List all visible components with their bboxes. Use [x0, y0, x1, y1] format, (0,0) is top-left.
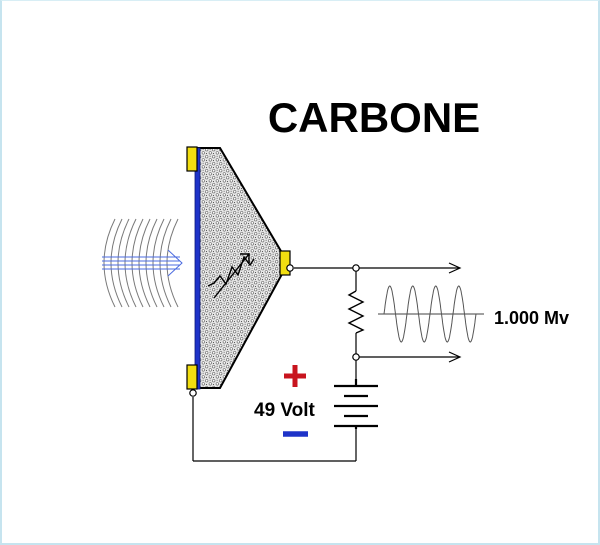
battery-icon: [334, 379, 378, 429]
diagram-title: CARBONE: [268, 94, 480, 141]
terminal-right: [279, 250, 291, 276]
terminal-bottom: [186, 364, 198, 390]
sound-direction-arrows: [102, 249, 183, 277]
variable-resistor-icon: [207, 253, 255, 299]
voltage-label: 49 Volt: [254, 400, 316, 421]
junction-dots: [189, 264, 360, 397]
sine-wave-icon: [383, 285, 477, 343]
diaphragm-plate: [194, 147, 201, 390]
output-arrows: [448, 262, 462, 363]
carbon-granules: [197, 147, 290, 389]
positive-sign: [284, 365, 306, 387]
sound-wave-icon: [103, 218, 179, 308]
resistor-icon: [347, 290, 365, 334]
terminal-top: [186, 146, 198, 172]
output-label: 1.000 Mv: [494, 308, 569, 328]
